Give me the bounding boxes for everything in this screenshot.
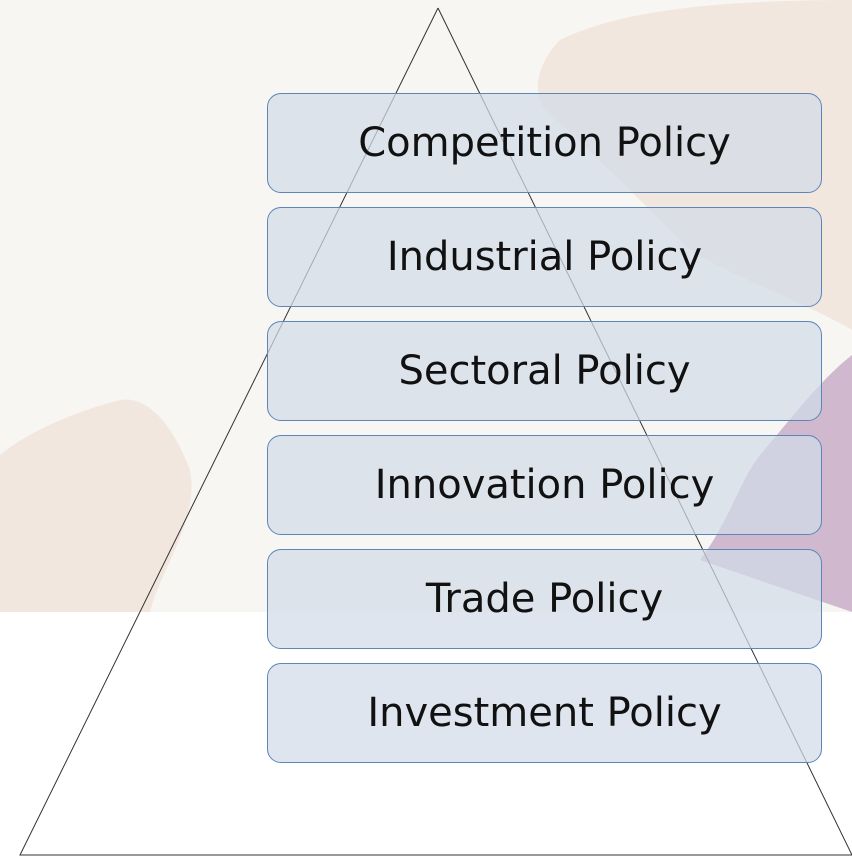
layer-box-trade-policy: Trade Policy [267,549,822,649]
layer-label: Sectoral Policy [398,348,691,394]
layer-box-innovation-policy: Innovation Policy [267,435,822,535]
layer-box-industrial-policy: Industrial Policy [267,207,822,307]
layer-box-competition-policy: Competition Policy [267,93,822,193]
layer-label: Innovation Policy [374,462,715,508]
layer-label: Trade Policy [425,576,664,622]
layer-box-investment-policy: Investment Policy [267,663,822,763]
beige-left-shape [0,399,192,612]
layer-label: Competition Policy [358,120,731,166]
layer-label: Industrial Policy [386,234,703,280]
layer-box-sectoral-policy: Sectoral Policy [267,321,822,421]
layer-label: Investment Policy [367,690,722,736]
